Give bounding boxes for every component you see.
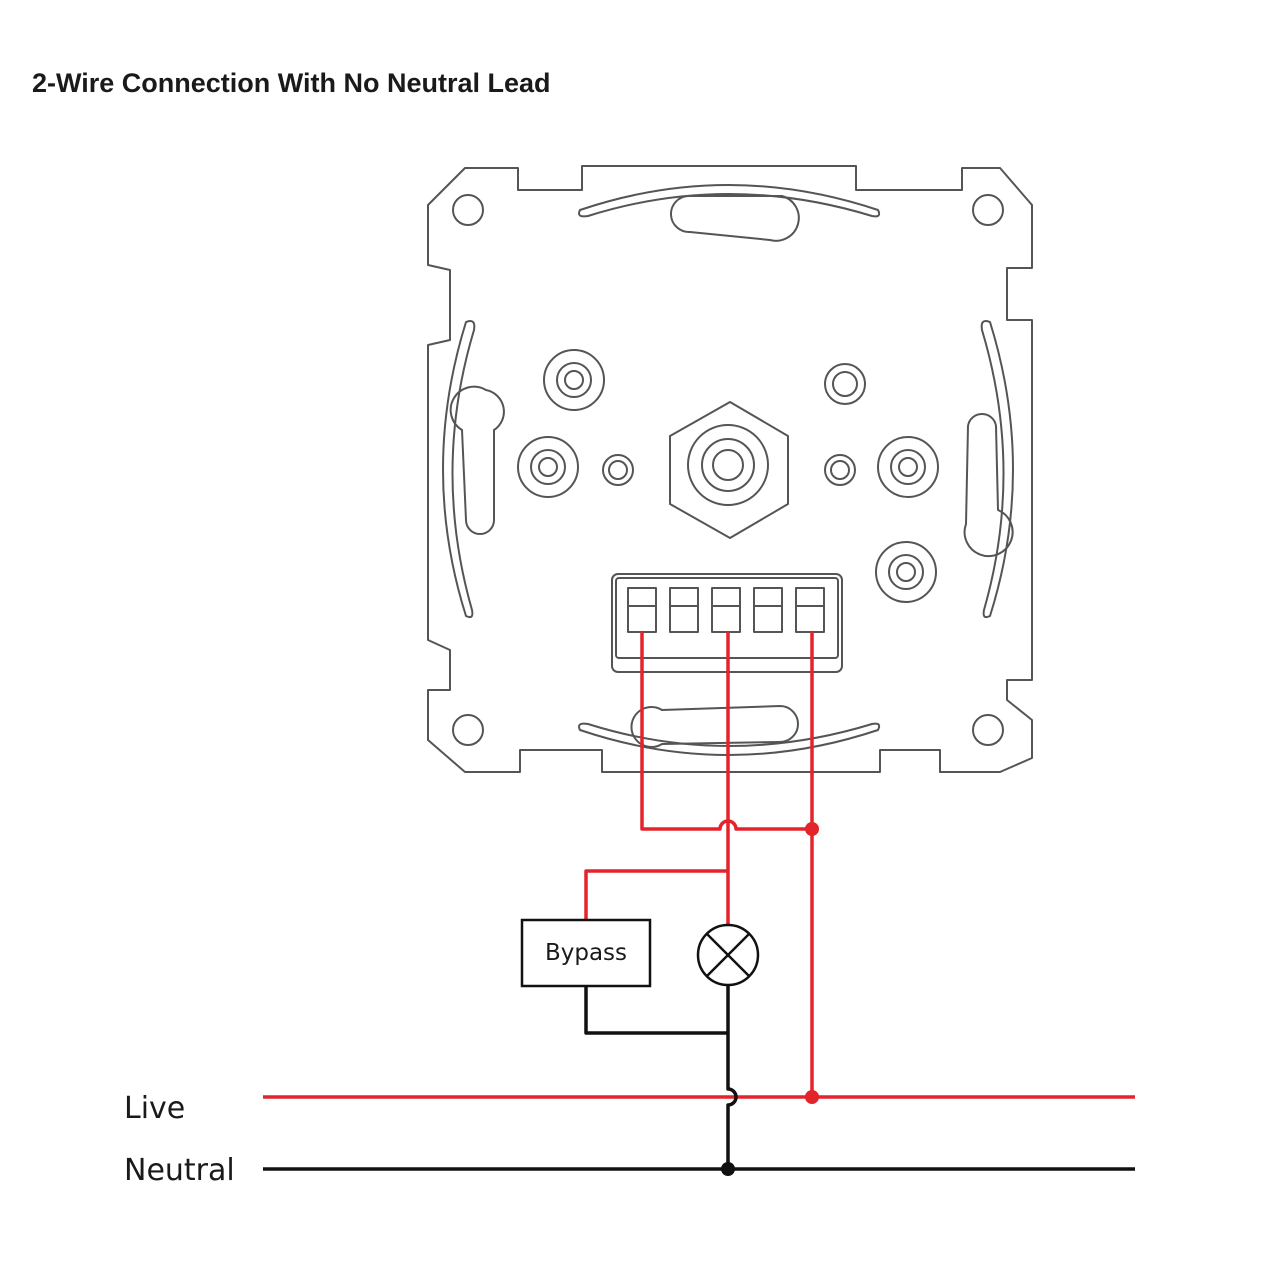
- wire-bypass-to-neutral: [584, 986, 728, 1035]
- lamp-icon: [696, 923, 760, 987]
- live-wiring: [263, 632, 1135, 1099]
- diagram-title: 2-Wire Connection With No Neutral Lead: [32, 68, 551, 98]
- screw-top-left: [543, 349, 605, 411]
- left-keyhole-slot: [449, 385, 505, 535]
- corner-hole-top-right: [972, 194, 1004, 226]
- screw-middle-right: [877, 436, 939, 498]
- wire-to-bypass: [584, 869, 728, 920]
- terminal-1: [627, 587, 657, 633]
- terminal-4: [753, 587, 783, 633]
- live-label: Live: [124, 1091, 185, 1126]
- junction-dot-neutral: [721, 1162, 735, 1176]
- junction-dot-live: [805, 1090, 819, 1104]
- corner-hole-top-left: [452, 194, 484, 226]
- bypass-label: Bypass: [545, 940, 627, 966]
- mounting-plate-outline: [427, 165, 1033, 773]
- terminal-2: [669, 587, 699, 633]
- neutral-label: Neutral: [124, 1153, 235, 1188]
- junction-dot-upper: [805, 822, 819, 836]
- neutral-wiring: [263, 985, 1135, 1171]
- corner-hole-bottom-right: [972, 714, 1004, 746]
- left-arc-slot: [442, 320, 476, 619]
- screw-middle-right-small: [824, 454, 856, 486]
- right-arc-slot: [980, 320, 1014, 619]
- dimmer-shaft: [669, 401, 789, 539]
- right-keyhole-slot: [963, 412, 1014, 558]
- bottom-keyhole-slot: [630, 705, 799, 748]
- corner-hole-bottom-left: [452, 714, 484, 746]
- screw-lower-right: [875, 541, 937, 603]
- screw-top-right-small: [824, 363, 866, 405]
- terminal-5: [795, 587, 825, 633]
- dimmer-device: [427, 165, 1033, 773]
- screw-middle-left: [517, 436, 579, 498]
- terminal-3: [711, 587, 741, 633]
- top-arc-slot: [578, 184, 881, 218]
- terminal-block: [611, 573, 843, 673]
- screw-middle-left-small: [602, 454, 634, 486]
- top-keyhole-slot: [669, 195, 800, 242]
- wire-lamp-to-neutral: [726, 985, 738, 1169]
- bypass-component: Bypass: [520, 918, 652, 988]
